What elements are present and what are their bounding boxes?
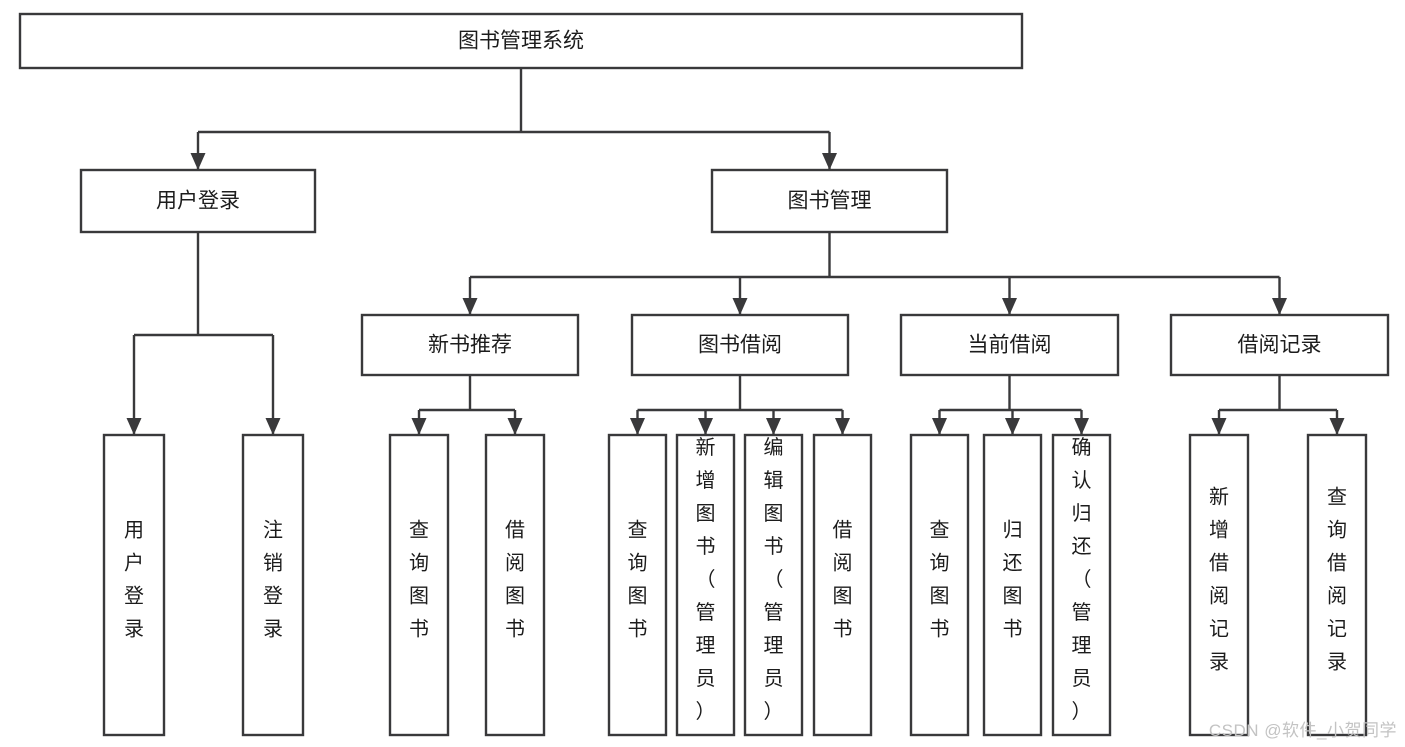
node-function-leaf-rec-query-record[interactable]: 查询借阅记录: [1306, 433, 1368, 737]
node-function-leaf-cur-query-book-label: 查询图书: [930, 519, 950, 641]
node-function-leaf-bor-edit-book[interactable]: 编辑图书（管理员）: [743, 433, 804, 737]
node-function-leaf-logout-box: [241, 433, 305, 737]
connector-arrowhead: [732, 298, 748, 315]
node-function-leaf-rec-query-record-box: [1306, 433, 1368, 737]
node-function-leaf-user-login[interactable]: 用户登录: [102, 433, 166, 737]
node-function-leaf-rec-query-book[interactable]: 查询图书: [388, 433, 450, 737]
node-function-leaf-cur-confirm-return-label: 确认归还（管理员）: [1072, 436, 1092, 723]
connector-arrowhead: [1005, 418, 1020, 435]
node-root-system[interactable]: 图书管理系统: [18, 12, 1024, 70]
node-submodule-new-book-recommend-label: 新书推荐: [428, 334, 512, 357]
diagram-nodes-layer: 图书管理系统用户登录图书管理新书推荐图书借阅当前借阅借阅记录用户登录注销登录查询…: [18, 12, 1390, 737]
node-submodule-borrow-record-box: [1169, 313, 1390, 377]
node-function-leaf-bor-add-book[interactable]: 新增图书（管理员）: [675, 433, 736, 737]
connector-arrowhead: [507, 418, 523, 435]
node-function-leaf-logout[interactable]: 注销登录: [241, 433, 305, 737]
connector-arrowhead: [932, 418, 947, 435]
node-submodule-new-book-recommend[interactable]: 新书推荐: [360, 313, 580, 377]
node-function-leaf-cur-confirm-return-box: [1051, 433, 1112, 737]
connector-arrowhead: [265, 418, 281, 435]
node-function-leaf-cur-query-book[interactable]: 查询图书: [909, 433, 970, 737]
node-submodule-book-borrow-label: 图书借阅: [698, 334, 782, 357]
node-function-leaf-cur-return-book-box: [982, 433, 1043, 737]
connector-arrowhead: [1272, 298, 1287, 315]
node-submodule-current-borrow-box: [899, 313, 1120, 377]
node-function-leaf-rec-borrow-book[interactable]: 借阅图书: [484, 433, 546, 737]
node-submodule-book-borrow[interactable]: 图书借阅: [630, 313, 850, 377]
connector-edges-layer: [126, 68, 1345, 435]
node-function-leaf-bor-query-book-box: [607, 433, 668, 737]
csdn-watermark: CSDN @软件_小贺同学: [1208, 721, 1397, 740]
connector-arrowhead: [822, 153, 837, 170]
connector-arrowhead: [630, 418, 645, 435]
node-function-leaf-user-login-label: 用户登录: [124, 520, 144, 641]
node-function-leaf-cur-return-book[interactable]: 归还图书: [982, 433, 1043, 737]
connector-arrowhead: [835, 418, 850, 435]
node-module-book-manage[interactable]: 图书管理: [710, 168, 949, 234]
node-function-leaf-cur-confirm-return[interactable]: 确认归还（管理员）: [1051, 433, 1112, 737]
node-function-leaf-user-login-box: [102, 433, 166, 737]
connector-arrowhead: [462, 298, 478, 315]
node-root-system-label: 图书管理系统: [458, 30, 584, 53]
connector-arrowhead: [1211, 418, 1227, 435]
node-function-leaf-rec-add-record-label: 新增借阅记录: [1209, 486, 1229, 674]
node-function-leaf-bor-borrow-book-label: 借阅图书: [833, 519, 853, 641]
node-submodule-new-book-recommend-box: [360, 313, 580, 377]
connector-arrowhead: [126, 418, 142, 435]
node-function-leaf-bor-edit-book-box: [743, 433, 804, 737]
node-function-leaf-cur-return-book-label: 归还图书: [1003, 519, 1023, 641]
node-function-leaf-rec-query-record-label: 查询借阅记录: [1327, 486, 1347, 674]
node-function-leaf-rec-borrow-book-box: [484, 433, 546, 737]
node-function-leaf-bor-query-book[interactable]: 查询图书: [607, 433, 668, 737]
node-submodule-current-borrow-label: 当前借阅: [968, 334, 1052, 357]
connector-arrowhead: [698, 418, 713, 435]
node-function-leaf-bor-borrow-book[interactable]: 借阅图书: [812, 433, 873, 737]
connector-arrowhead: [190, 153, 206, 170]
node-root-system-box: [18, 12, 1024, 70]
node-function-leaf-rec-add-record-box: [1188, 433, 1250, 737]
node-function-leaf-bor-add-book-label: 新增图书（管理员）: [696, 436, 716, 723]
node-function-leaf-cur-query-book-box: [909, 433, 970, 737]
node-function-leaf-bor-borrow-book-box: [812, 433, 873, 737]
node-function-leaf-logout-label: 注销登录: [263, 519, 283, 641]
connector-arrowhead: [411, 418, 427, 435]
node-module-book-manage-box: [710, 168, 949, 234]
node-function-leaf-bor-add-book-box: [675, 433, 736, 737]
node-function-leaf-rec-add-record[interactable]: 新增借阅记录: [1188, 433, 1250, 737]
node-module-user-login-box: [79, 168, 317, 234]
node-module-book-manage-label: 图书管理: [788, 190, 872, 213]
node-function-leaf-bor-edit-book-label: 编辑图书（管理员）: [764, 436, 784, 723]
connector-arrowhead: [1002, 298, 1017, 315]
node-submodule-current-borrow[interactable]: 当前借阅: [899, 313, 1120, 377]
node-module-user-login-label: 用户登录: [156, 190, 240, 213]
node-submodule-borrow-record-label: 借阅记录: [1238, 334, 1322, 357]
node-submodule-borrow-record[interactable]: 借阅记录: [1169, 313, 1390, 377]
node-function-leaf-bor-query-book-label: 查询图书: [628, 519, 648, 641]
node-function-leaf-rec-borrow-book-label: 借阅图书: [505, 519, 525, 641]
node-module-user-login[interactable]: 用户登录: [79, 168, 317, 234]
connector-arrowhead: [766, 418, 781, 435]
node-function-leaf-rec-query-book-box: [388, 433, 450, 737]
node-submodule-book-borrow-box: [630, 313, 850, 377]
connector-arrowhead: [1074, 418, 1089, 435]
node-function-leaf-rec-query-book-label: 查询图书: [409, 519, 429, 641]
connector-arrowhead: [1329, 418, 1345, 435]
